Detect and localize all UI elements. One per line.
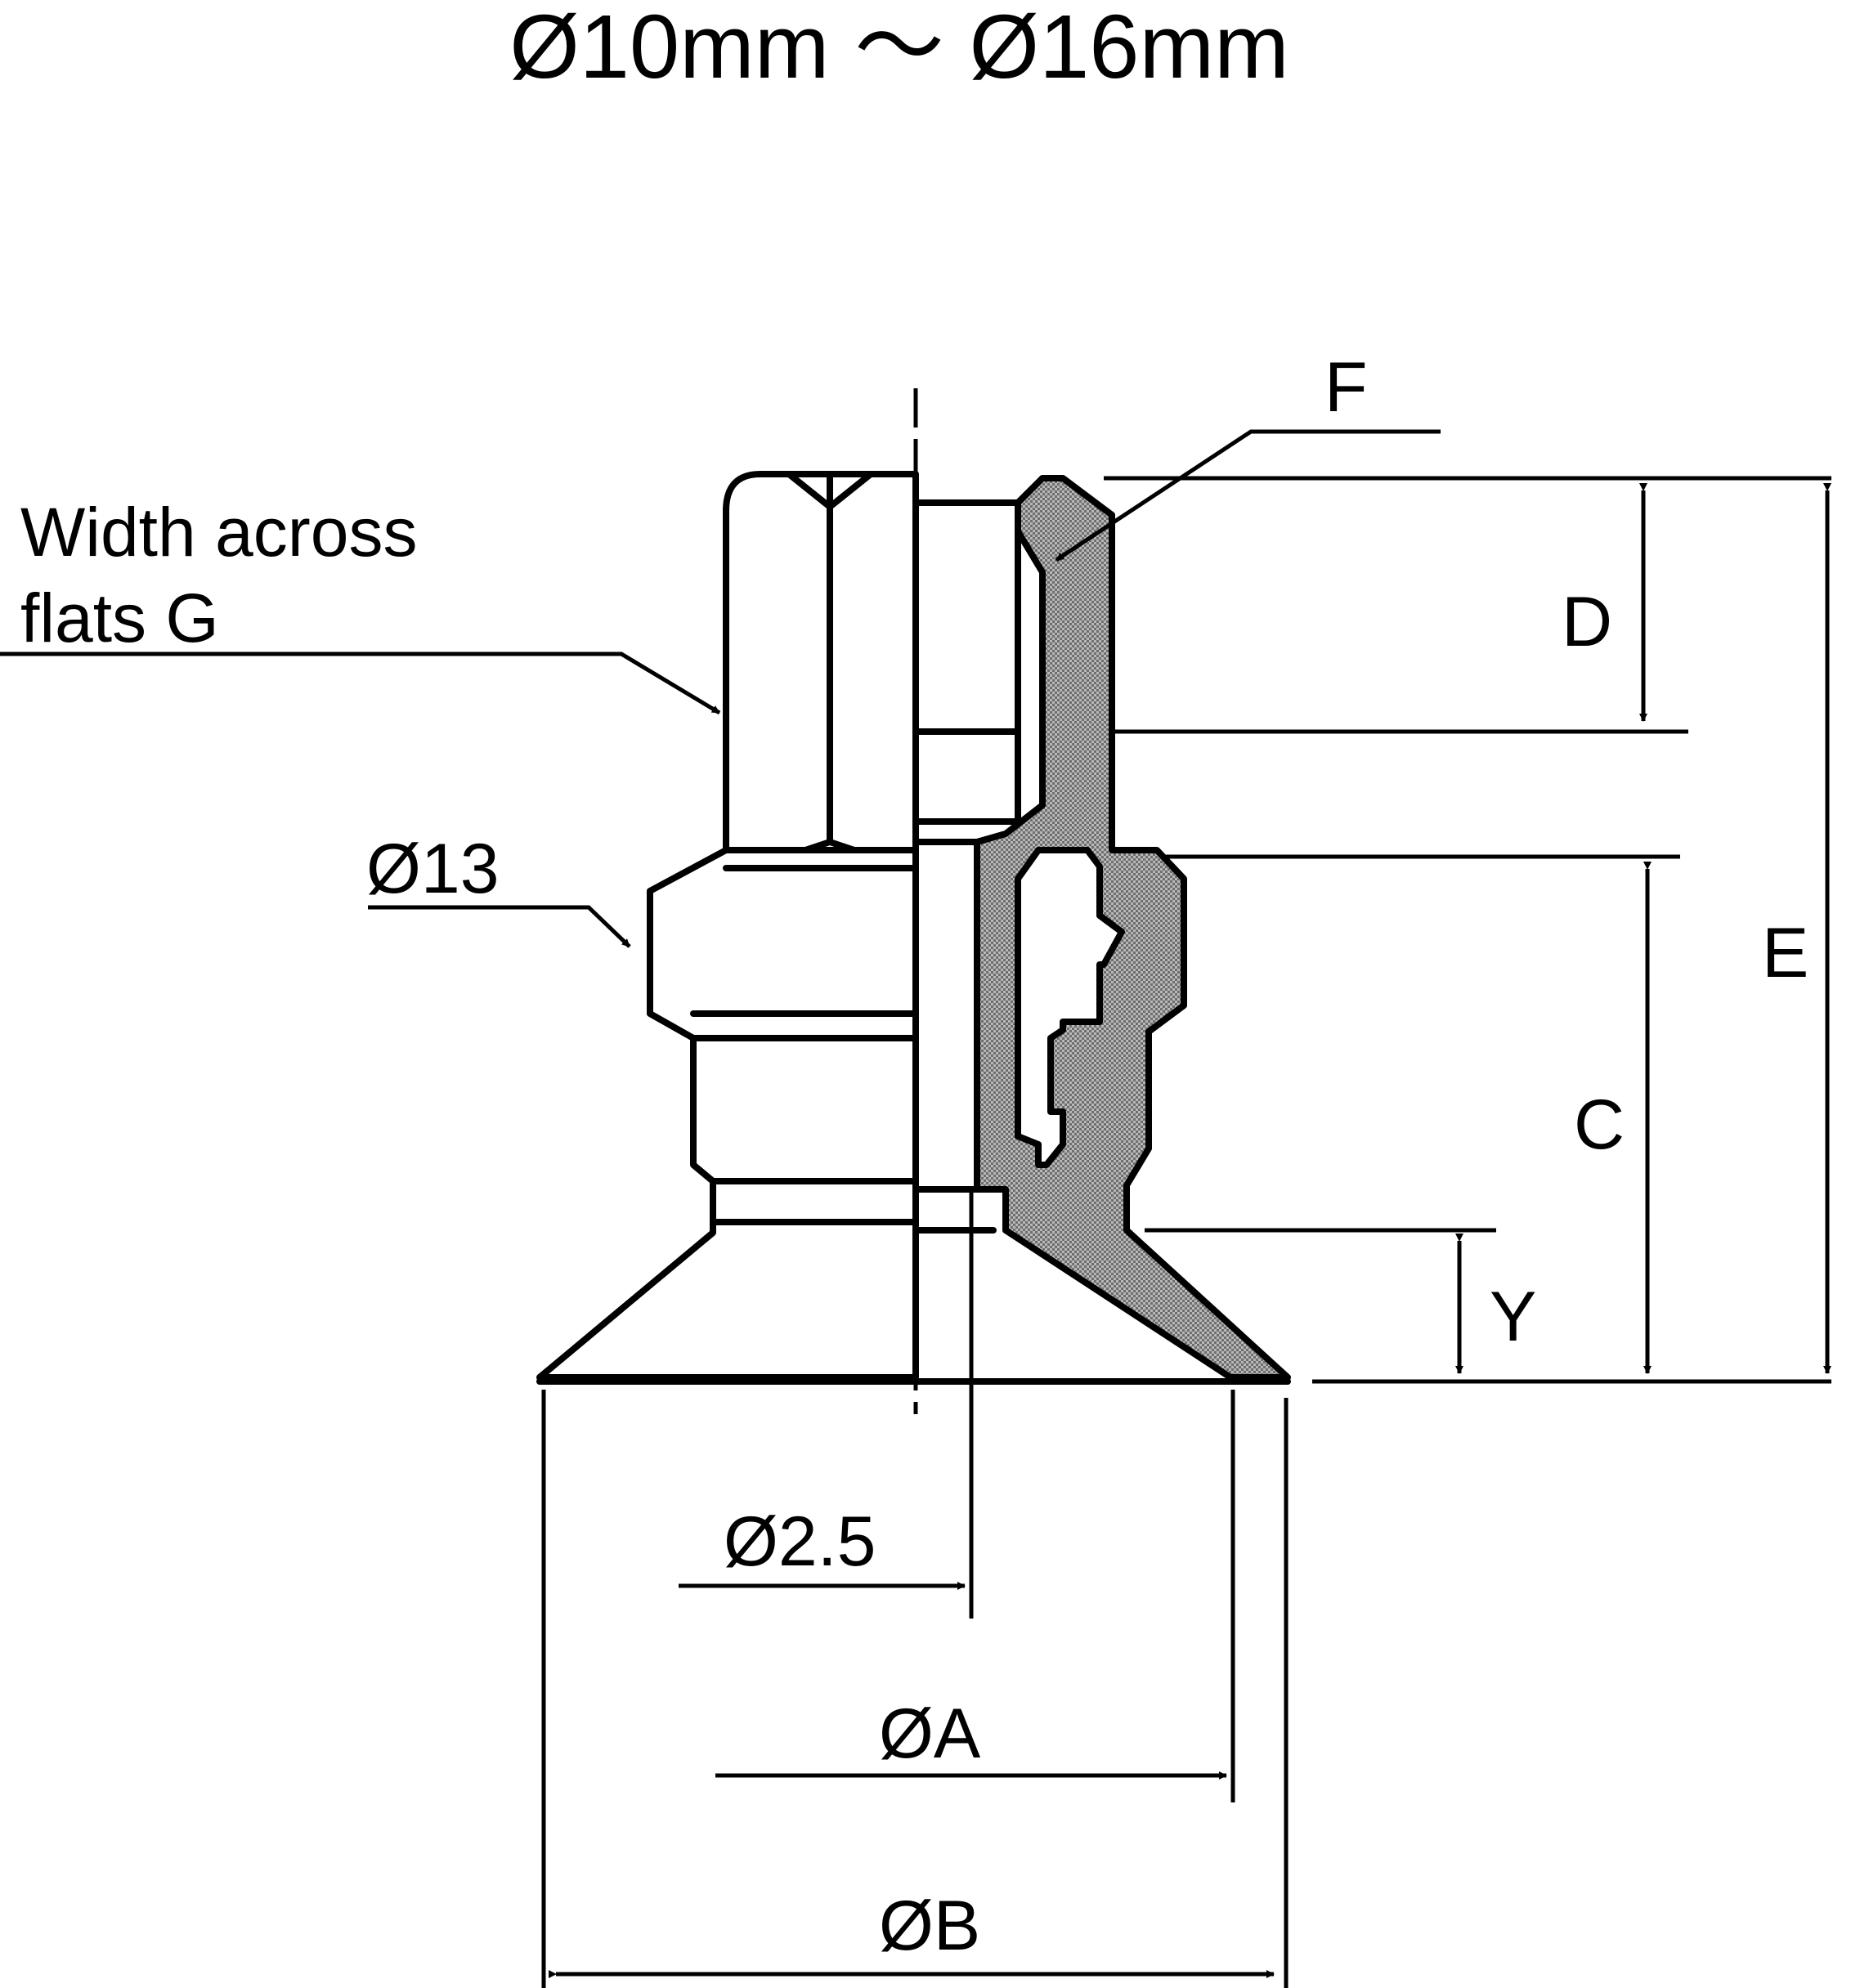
suction-cup xyxy=(536,1219,919,1381)
collar xyxy=(647,847,919,1041)
label-dim-y: Y xyxy=(1490,1278,1536,1356)
extension-lines xyxy=(536,476,1831,1988)
label-dim-a: ØA xyxy=(879,1695,981,1773)
label-hex-diameter: Ø13 xyxy=(366,830,500,908)
label-dim-d: D xyxy=(1562,583,1612,661)
label-width-across-flats: Width across xyxy=(20,494,417,571)
dimension-lines xyxy=(0,429,1831,1978)
stem xyxy=(690,1035,919,1225)
hex-nut xyxy=(723,471,919,853)
label-dim-b: ØB xyxy=(879,1887,980,1965)
label-flats-g: flats G xyxy=(20,580,219,656)
pad-groove xyxy=(1015,847,1125,1168)
drawing-title: Ø10mm ～ Ø16mm xyxy=(509,0,1289,97)
label-pad-material: F xyxy=(1324,348,1368,427)
label-dim-c: C xyxy=(1574,1086,1625,1164)
label-dim-e: E xyxy=(1762,914,1808,992)
label-bore-diameter: Ø2.5 xyxy=(724,1502,876,1581)
hex-fitting xyxy=(536,471,919,1381)
